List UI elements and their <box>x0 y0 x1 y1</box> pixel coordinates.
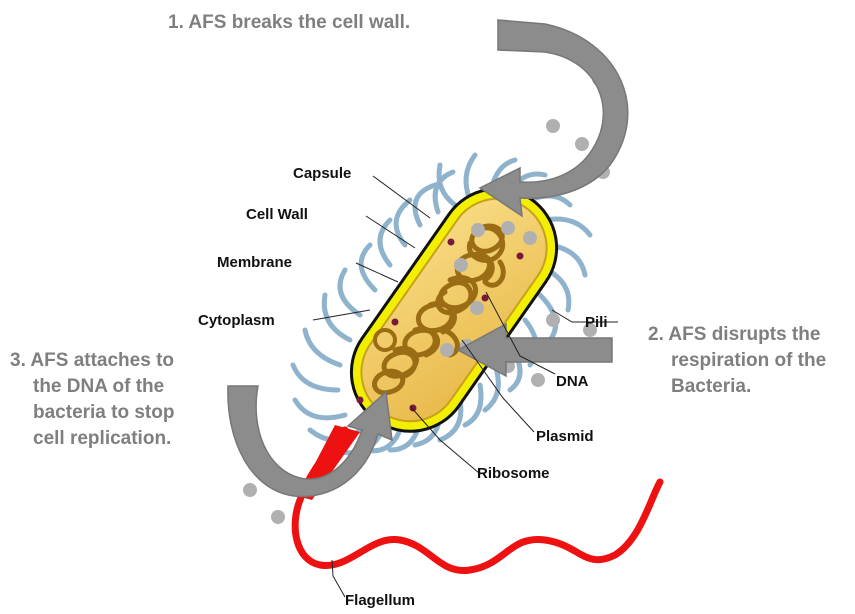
label-membrane: Membrane <box>217 254 292 271</box>
step-2-line-2: respiration of the <box>671 348 826 373</box>
step-2-line-1: 2. AFS disrupts the <box>648 322 820 347</box>
label-capsule: Capsule <box>293 165 351 182</box>
arrow-1 <box>480 20 628 216</box>
step-1-text: 1. AFS breaks the cell wall. <box>168 10 410 35</box>
label-ribosome: Ribosome <box>477 465 550 482</box>
label-cytoplasm: Cytoplasm <box>198 312 275 329</box>
step-3-line-1: 3. AFS attaches to <box>10 348 174 373</box>
label-cell-wall: Cell Wall <box>246 206 308 223</box>
step-2-line-3: Bacteria. <box>671 374 751 399</box>
label-dna: DNA <box>556 373 589 390</box>
label-pili: Pili <box>585 314 608 331</box>
step-3-line-4: cell replication. <box>33 426 171 451</box>
step-3-line-2: the DNA of the <box>33 374 164 399</box>
label-plasmid: Plasmid <box>536 428 594 445</box>
label-flagellum: Flagellum <box>345 592 415 609</box>
step-3-line-3: bacteria to stop <box>33 400 174 425</box>
